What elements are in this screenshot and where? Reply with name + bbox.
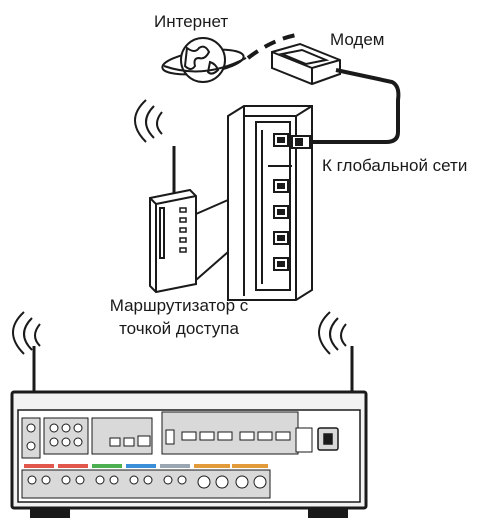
modem-wan-cable	[306, 68, 401, 144]
router-back-panel	[227, 105, 313, 301]
router-label-line1: Маршрутизатор с	[109, 296, 249, 315]
internet-link-dashed	[246, 32, 303, 60]
modem-icon	[271, 42, 341, 86]
globe-icon	[161, 37, 247, 83]
modem-label: Модем	[330, 30, 385, 49]
av-receiver-icon	[10, 390, 368, 518]
router-zoom-callout	[195, 199, 229, 281]
lan-ports	[273, 179, 289, 271]
internet-label: Интернет	[154, 12, 229, 31]
receiver-wifi-right-icon	[318, 311, 347, 355]
wan-plug	[291, 135, 311, 149]
wifi-signal-icon	[134, 99, 163, 143]
wan-port	[273, 133, 289, 147]
router-icon	[149, 188, 197, 294]
wan-label: К глобальной сети	[322, 156, 468, 175]
receiver-wifi-left-icon	[12, 311, 41, 355]
router-label-line2: точкой доступа	[119, 319, 239, 338]
